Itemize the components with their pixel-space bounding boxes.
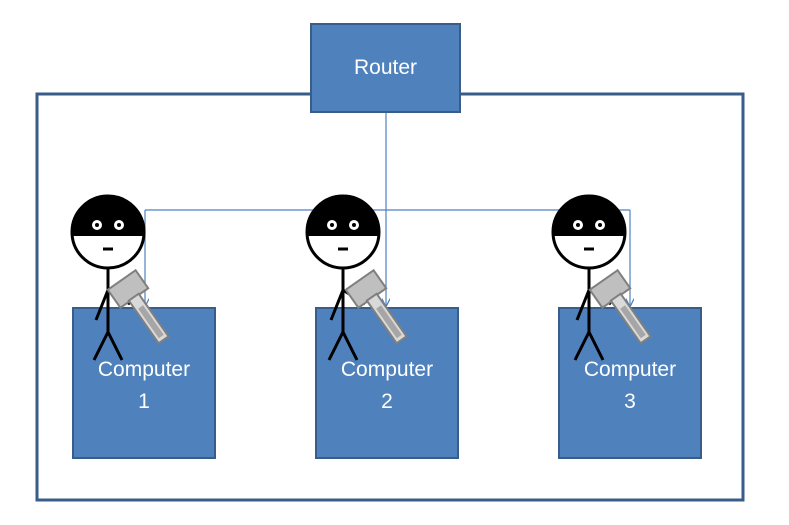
drill-icon	[344, 269, 408, 345]
drill-icon	[588, 269, 652, 345]
router-label: Router	[353, 56, 418, 79]
computer-node-3: Computer 3	[558, 307, 702, 459]
computer-label-line2: 2	[381, 390, 393, 413]
computer-label-line1: Computer	[97, 358, 191, 381]
computer-label-line2: 1	[138, 390, 150, 413]
computer-label-line2: 3	[624, 390, 636, 413]
computer-label-line1: Computer	[583, 358, 677, 381]
router-node: Router	[310, 23, 461, 113]
computer-node-1: Computer 1	[72, 307, 216, 459]
computer-label-line1: Computer	[340, 358, 434, 381]
drill-icon	[106, 269, 170, 345]
